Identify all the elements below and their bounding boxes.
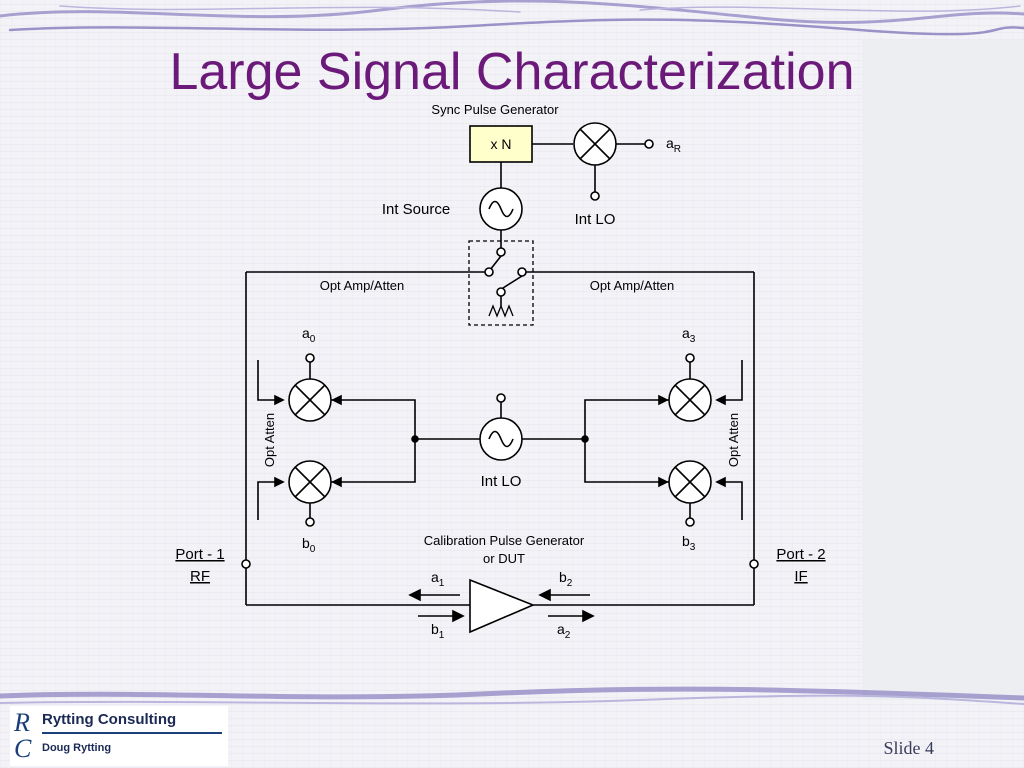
a0-label: a0 [302,325,316,345]
a-r-label: aR [666,135,681,155]
slide-number: Slide 4 [883,738,934,758]
opt-amp-atten-right-label: Opt Amp/Atten [590,278,675,293]
sync-pulse-generator-label: Sync Pulse Generator [431,102,559,117]
port2-if-label: IF [794,568,807,585]
a3-label: a3 [682,325,696,345]
int-lo-center-label: Int LO [481,473,522,490]
port2-label: Port - 2 [776,546,825,563]
b3-label: b3 [682,533,696,553]
b2-label: b2 [559,569,573,589]
opt-amp-atten-left-label: Opt Amp/Atten [320,278,405,293]
logo-letter-r: R [14,708,30,737]
company-logo: R C Rytting Consulting Doug Rytting [10,706,228,766]
opt-atten-right-label: Opt Atten [726,413,741,467]
int-lo-top-label: Int LO [575,211,616,228]
port1-label: Port - 1 [175,546,224,563]
dut-amplifier [469,578,536,634]
logo-person-name: Doug Rytting [42,742,112,754]
a1-label: a1 [431,569,445,589]
opt-atten-left-label: Opt Atten [262,413,277,467]
a2-label: a2 [557,621,571,641]
b1-label: b1 [431,621,445,641]
logo-company-name: Rytting Consulting [42,711,177,728]
logo-divider [42,732,222,734]
slide-title: Large Signal Characterization [169,43,855,101]
slide-right-strip [862,40,1024,700]
switch-box [468,240,534,326]
b0-label: b0 [302,535,316,555]
int-source-label: Int Source [382,201,450,218]
cal-pulse-generator-label: Calibration Pulse Generator [424,533,585,548]
multiplier-label: x N [491,136,512,152]
dut-label: or DUT [483,551,525,566]
logo-letter-c: C [14,734,32,763]
port1-rf-label: RF [190,568,210,585]
